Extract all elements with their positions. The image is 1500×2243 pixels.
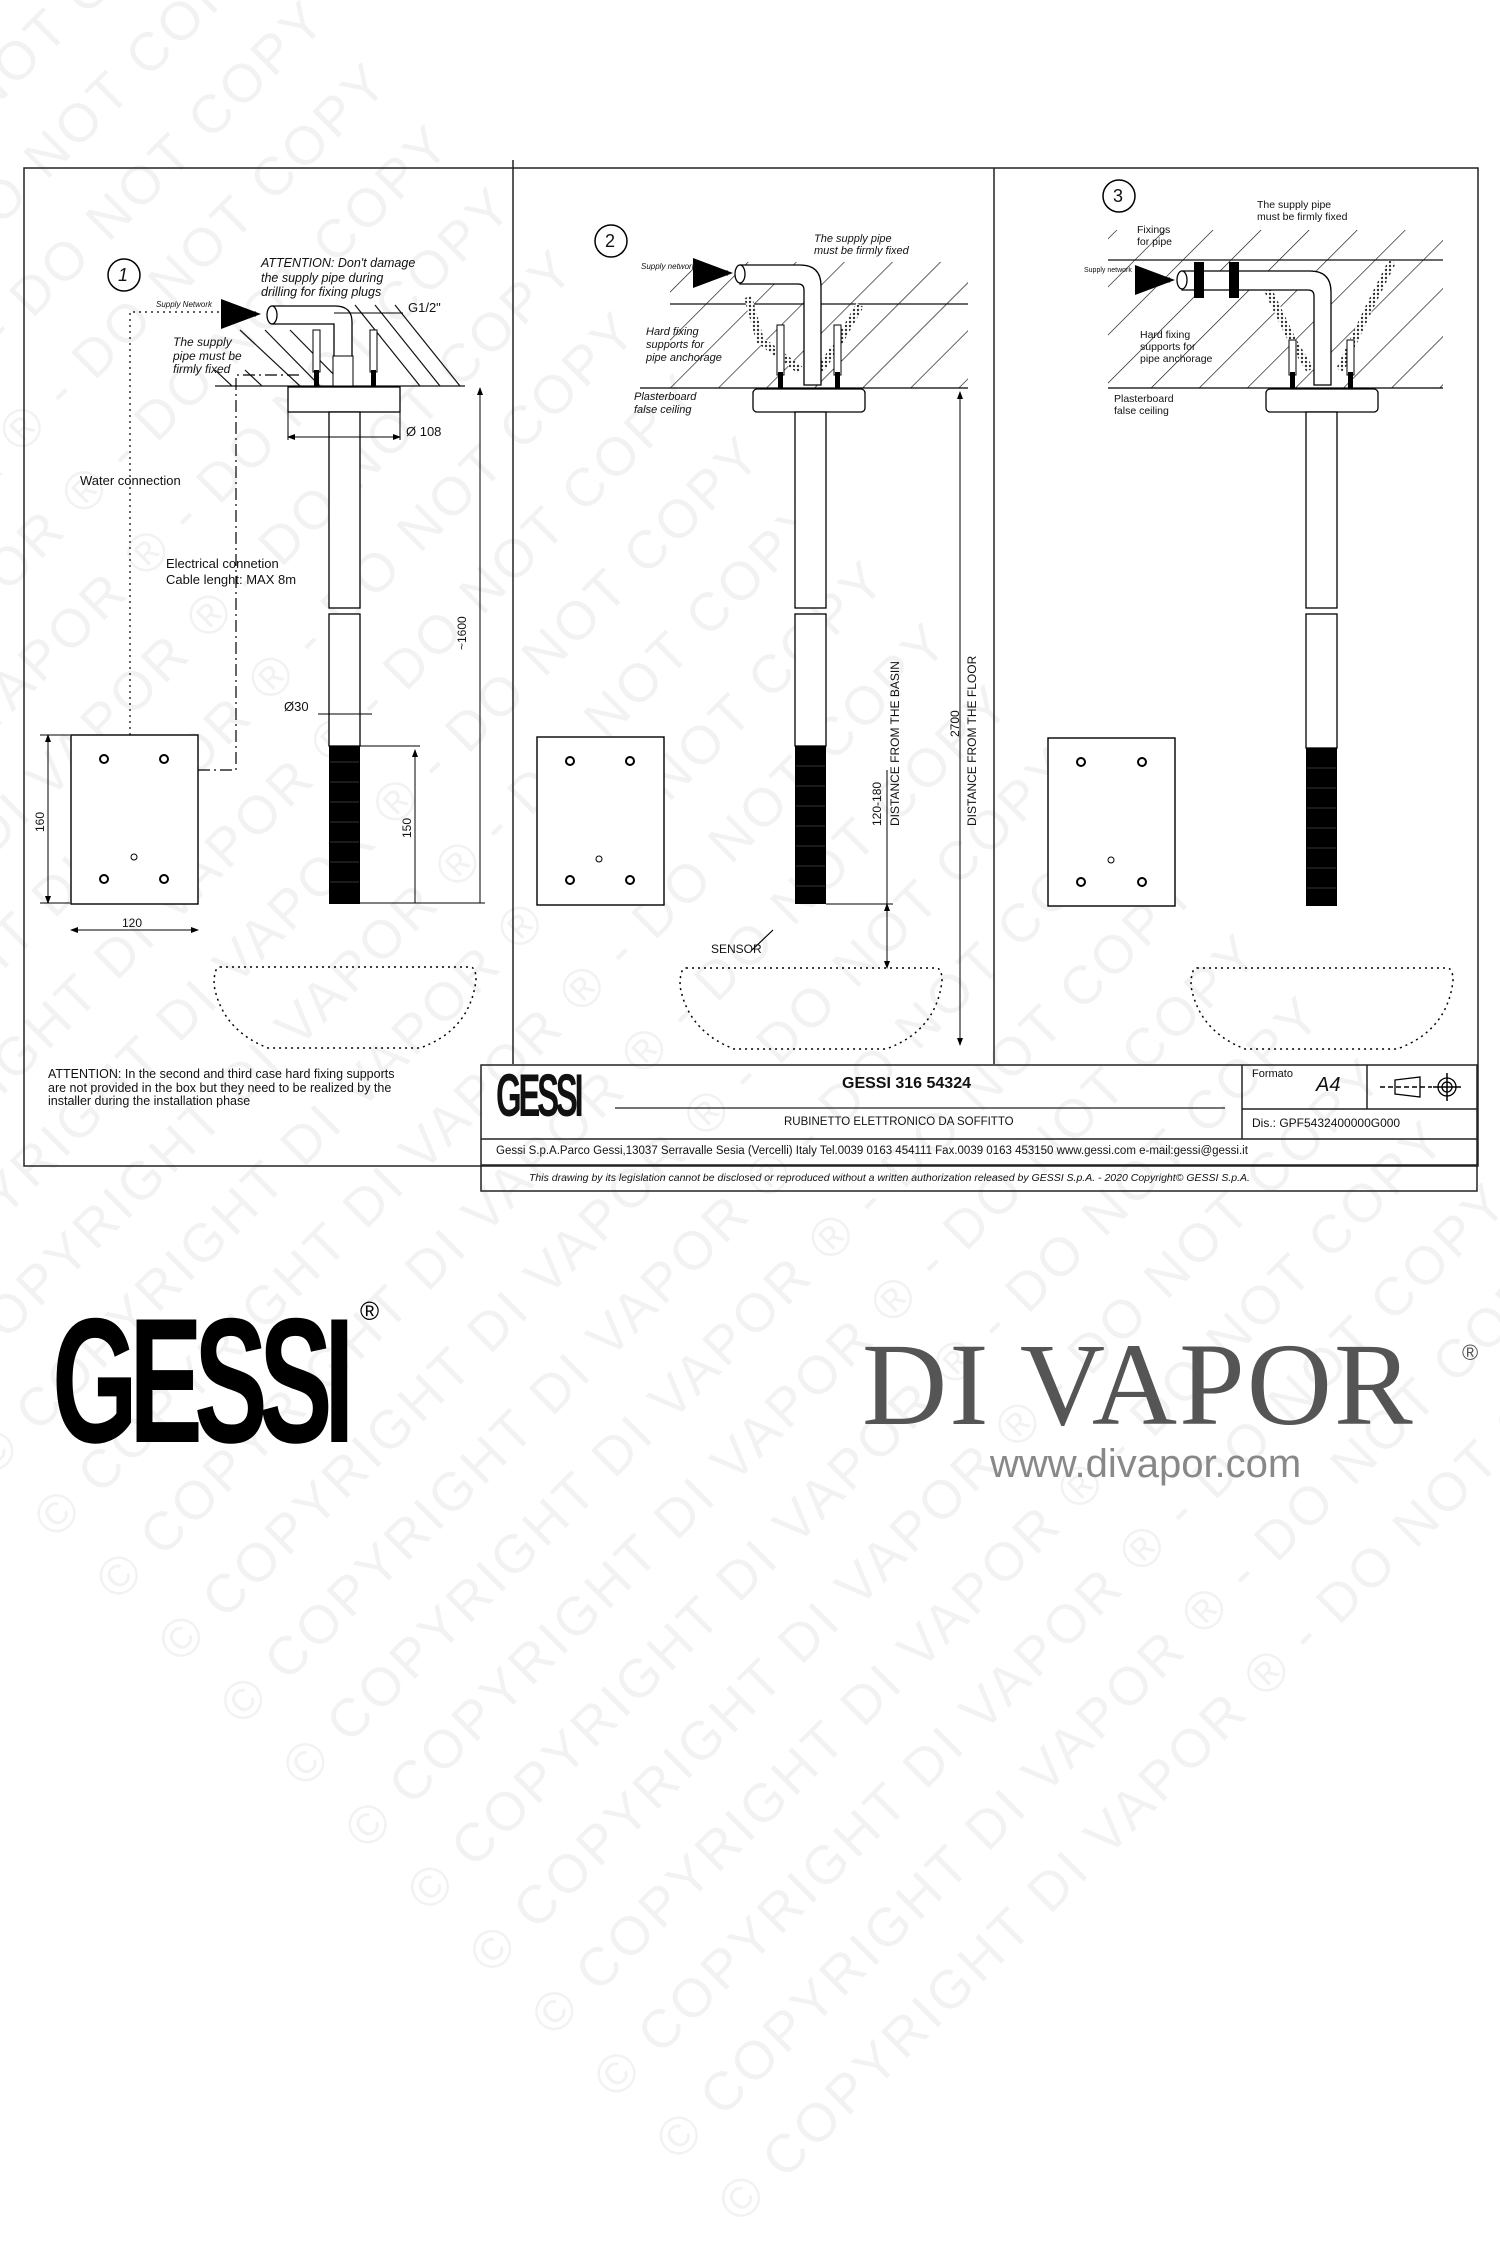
- format-label: Formato: [1252, 1068, 1293, 1080]
- thread-size-label: G1/2": [408, 300, 441, 315]
- title-block-logo: GESSI: [496, 1062, 584, 1129]
- divapor-logo: DI VAPOR: [862, 1319, 1415, 1450]
- product-code: GESSI 316 54324: [842, 1075, 971, 1092]
- drawing-frame: [23, 160, 1479, 1167]
- divapor-website-link[interactable]: www.divapor.com: [990, 1442, 1302, 1486]
- panel-3-drawing: [1047, 179, 1454, 1050]
- step-number-2: 2: [605, 231, 616, 251]
- gessi-logo: GESSI: [52, 1281, 355, 1480]
- step-number-3: 3: [1113, 186, 1124, 206]
- gessi-registered-mark: ®: [360, 1296, 380, 1326]
- label-supply-network-1: Supply Network: [156, 300, 213, 309]
- sensor-label: SENSOR: [711, 942, 762, 956]
- company-address: Gessi S.p.A.Parco Gessi,13037 Serravalle…: [496, 1145, 1248, 1157]
- drawing-number: Dis.: GPF5432400000G000: [1252, 1116, 1401, 1130]
- basin-distance-label: DISTANCE FROM THE BASIN: [888, 661, 902, 826]
- label-supply-network-2: Supply network: [641, 262, 696, 271]
- panel-2-drawing: [536, 224, 968, 1050]
- flange-diameter-label: Ø 108: [406, 424, 442, 439]
- divapor-registered-mark: ®: [1462, 1340, 1479, 1365]
- floor-height-dimension: 2700: [948, 710, 962, 737]
- basin-distance-range: 120-180: [870, 781, 884, 826]
- water-connection-label: Water connection: [80, 473, 181, 488]
- installation-drawing: [23, 160, 1479, 1192]
- sensor-length-dimension: 150: [400, 817, 414, 838]
- panel-1-drawing: [40, 258, 485, 1049]
- title-block: [480, 1064, 1478, 1192]
- legal-notice: This drawing by its legislation cannot b…: [529, 1172, 1250, 1184]
- installer-attention-note: ATTENTION: In the second and third case …: [48, 1067, 395, 1108]
- pipe-diameter-label: Ø30: [284, 699, 309, 714]
- step-number-1: 1: [118, 265, 129, 285]
- product-description: RUBINETTO ELETTRONICO DA SOFFITTO: [784, 1116, 1014, 1128]
- label-supply-network-3: Supply network: [1084, 267, 1132, 274]
- format-value: A4: [1316, 1074, 1341, 1096]
- box-width-dimension: 120: [122, 916, 143, 930]
- box-height-dimension: 160: [33, 811, 47, 832]
- total-height-dimension: ~1600: [455, 616, 469, 650]
- floor-distance-label: DISTANCE FROM THE FLOOR: [965, 655, 979, 826]
